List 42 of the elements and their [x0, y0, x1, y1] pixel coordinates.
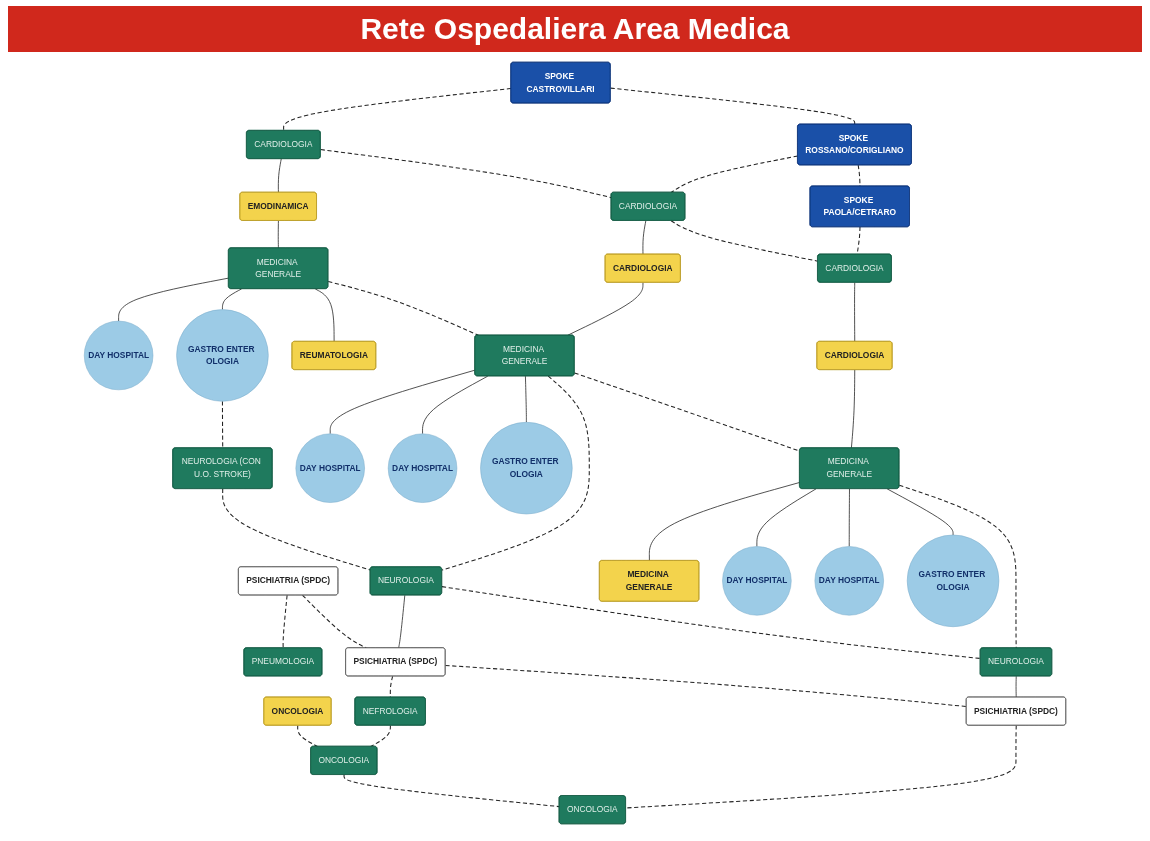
connector [857, 164, 861, 187]
connector [277, 158, 282, 193]
connector [525, 375, 527, 423]
node-circle: DAY HOSPITAL [722, 546, 792, 616]
connector [314, 288, 335, 342]
connector [118, 277, 229, 322]
connector [567, 282, 644, 336]
connector [854, 282, 856, 342]
connector [444, 664, 967, 708]
connector [283, 87, 512, 132]
connector [297, 725, 318, 747]
connector [222, 288, 242, 310]
node-circle: GASTRO ENTER OLOGIA [906, 534, 1000, 627]
connector [625, 725, 1017, 809]
node-circle: GASTRO ENTER OLOGIA [480, 422, 573, 515]
connector [1015, 675, 1017, 698]
connector [441, 375, 590, 571]
connector [422, 375, 489, 435]
connector [648, 482, 801, 562]
connector [756, 488, 817, 547]
connector [642, 220, 647, 255]
node-circle: GASTRO ENTER OLOGIA [176, 309, 269, 402]
title-banner: Rete Ospedaliera Area Medica [8, 6, 1142, 52]
connector [441, 586, 981, 659]
connector [610, 87, 856, 125]
connector [222, 488, 371, 571]
connector [851, 369, 856, 449]
connector [848, 488, 850, 547]
connector [398, 594, 406, 649]
connector [670, 155, 799, 193]
node-circle: DAY HOSPITAL [814, 546, 884, 616]
node-circle: DAY HOSPITAL [295, 433, 365, 503]
connector [670, 220, 819, 262]
connector [370, 725, 391, 747]
connector [329, 369, 476, 435]
node-circle: DAY HOSPITAL [387, 433, 458, 503]
connector [221, 400, 224, 449]
node-circle: DAY HOSPITAL [83, 320, 154, 391]
connector [327, 280, 479, 336]
connector [277, 220, 279, 249]
connector [574, 372, 801, 452]
connector [886, 488, 954, 536]
